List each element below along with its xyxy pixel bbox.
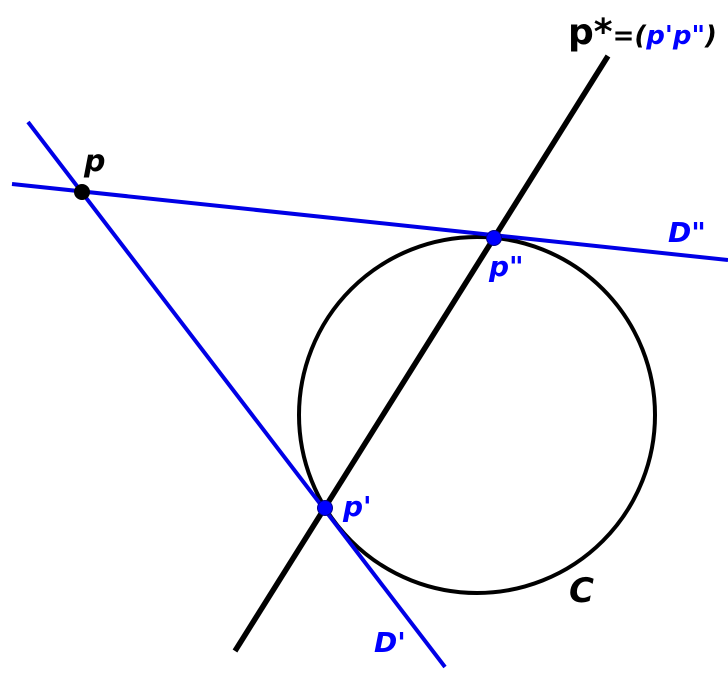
- tangent-line-d-prime: [26, 120, 447, 669]
- polar-line-p-star: [232, 54, 611, 653]
- label-circle-c: C: [569, 571, 594, 611]
- tangent-line-d-double-prime: [11, 182, 728, 262]
- polar-label-main: p*: [568, 12, 613, 53]
- polar-label-close: ): [704, 21, 717, 51]
- circle-c: [297, 235, 657, 595]
- label-d-double-prime: D": [668, 216, 706, 249]
- label-p: p: [83, 144, 105, 179]
- point-p-prime: [317, 500, 333, 516]
- polar-label-p1: p': [645, 21, 673, 51]
- label-d-prime: D': [374, 626, 406, 659]
- point-p: [74, 184, 90, 200]
- label-p-double-prime: p": [488, 250, 524, 283]
- polar-label-p2: p": [672, 21, 705, 51]
- label-p-prime: p': [342, 490, 372, 523]
- label-polar-p-star: p*=(p'p"): [568, 12, 717, 53]
- point-p-double-prime: [486, 230, 502, 246]
- polar-label-eq: =(: [613, 21, 648, 51]
